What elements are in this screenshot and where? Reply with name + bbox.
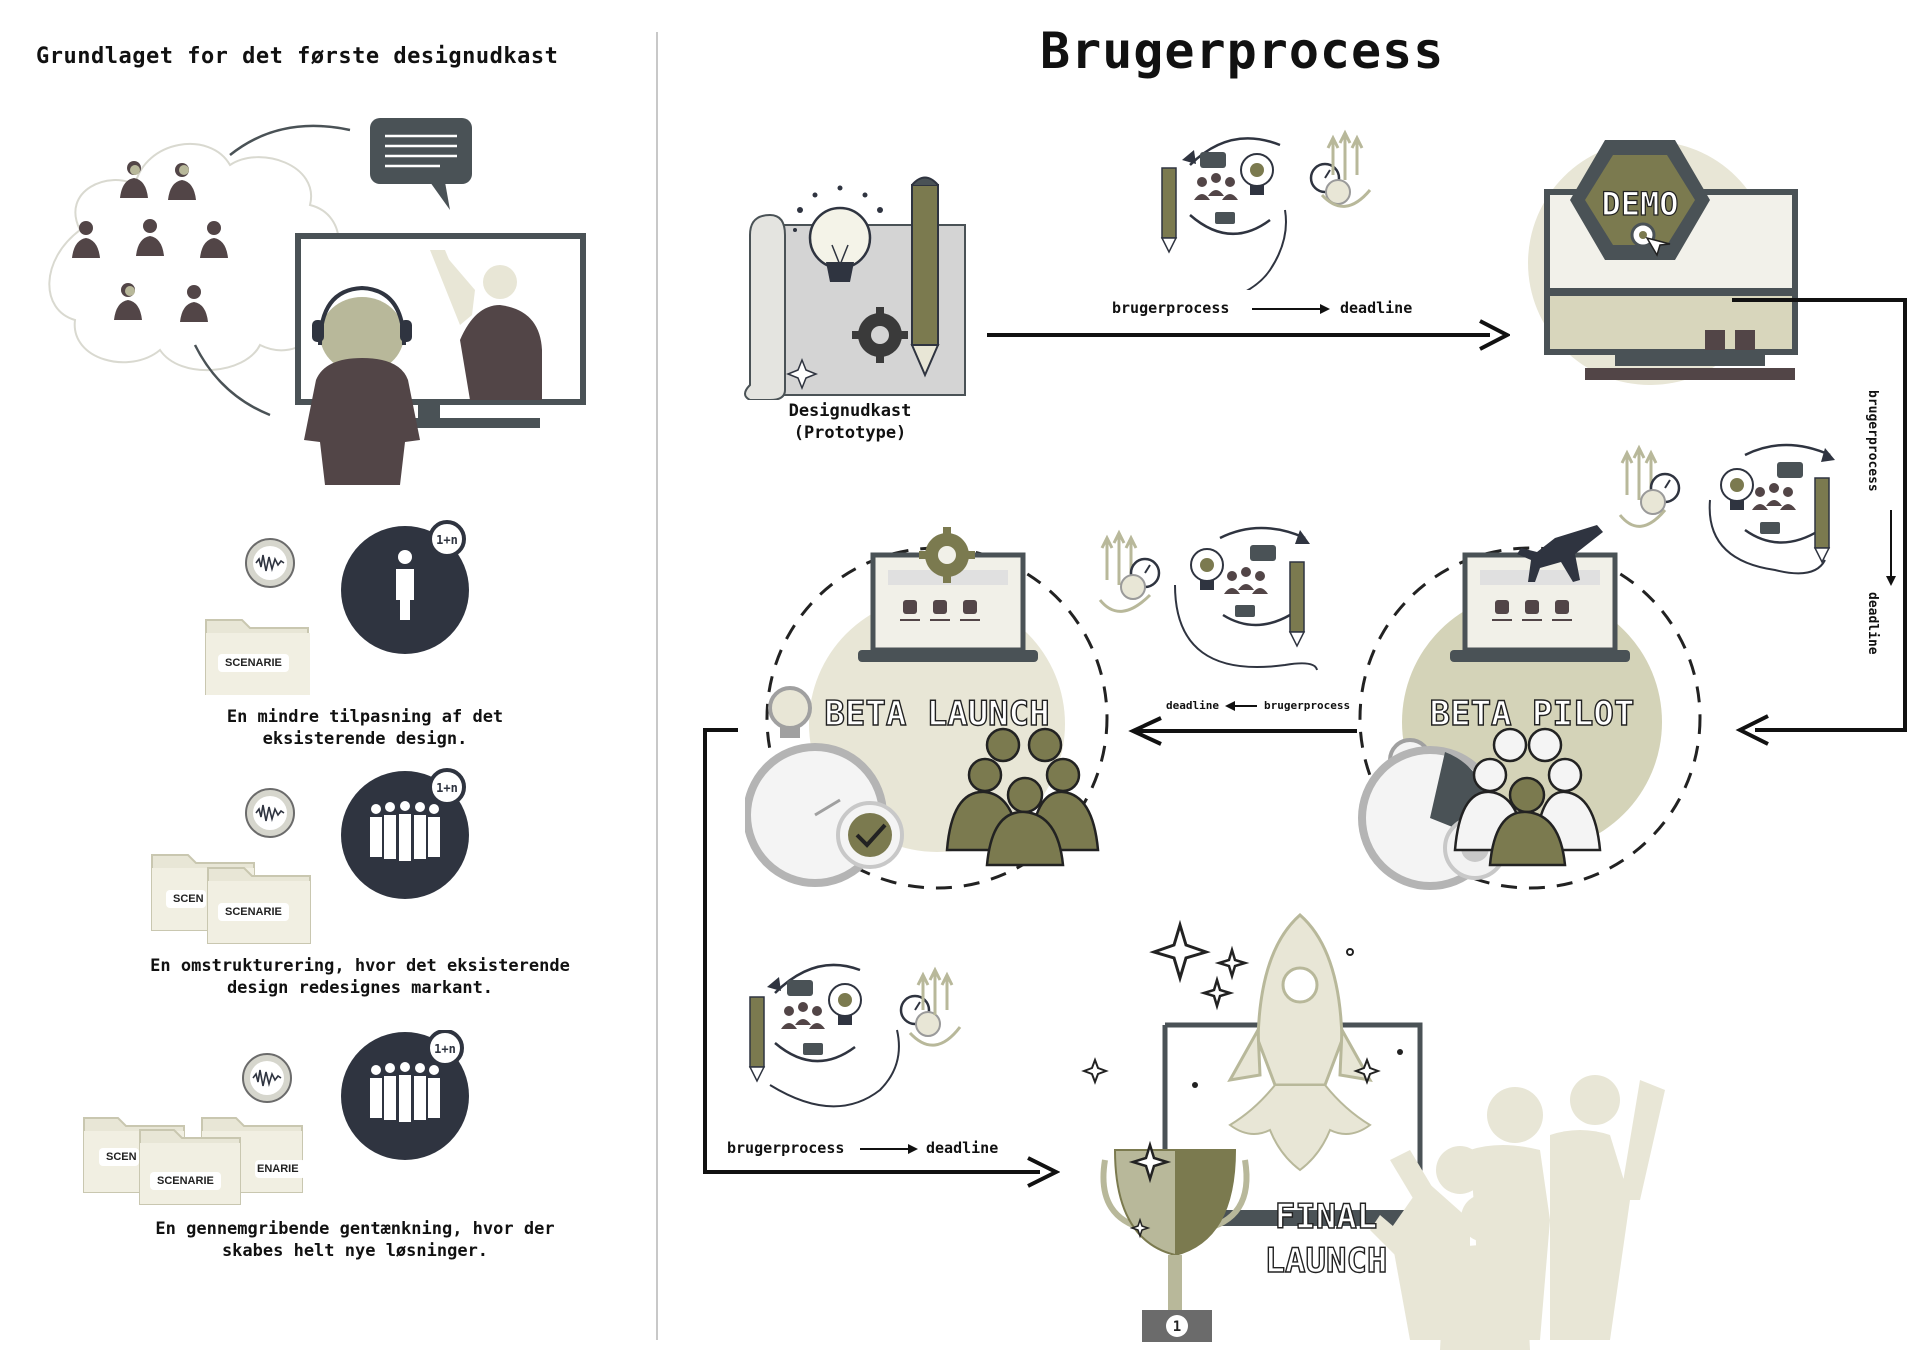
caption-line: En omstrukturering, hvor det eksisterend… xyxy=(150,956,570,976)
lightbulb-icon xyxy=(808,206,872,282)
flow-label-arrow xyxy=(1252,304,1330,314)
caption-line: eksisterende design. xyxy=(262,729,468,749)
stopwatch-icon xyxy=(899,994,941,1037)
left-panel-title: Grundlaget for det første designudkast xyxy=(36,44,559,69)
main-title: Brugerprocess xyxy=(1040,22,1445,80)
team-icon xyxy=(1752,483,1796,510)
beta-launch-label: BETA LAUNCH xyxy=(824,694,1049,734)
celebrating-crowd-icon xyxy=(1370,1075,1665,1350)
final-launch-label-line1: FINAL xyxy=(1275,1197,1377,1237)
process-cycle-bottom xyxy=(748,963,962,1108)
flow-label-to: deadline xyxy=(926,1139,999,1157)
scenario-3-caption: En gennemgribende gentænkning, hvor der … xyxy=(120,1218,590,1262)
demo-label: DEMO xyxy=(1601,185,1678,223)
soundwave-icon xyxy=(245,538,295,588)
folder-label-partial-right: ENARIE xyxy=(255,1160,306,1178)
video-call-monitor xyxy=(295,233,586,428)
panel-divider xyxy=(656,32,658,1340)
flow-label-arrow xyxy=(1886,510,1896,586)
process-cycle-middle xyxy=(1098,526,1318,671)
beta-launch-illustration: BETA LAUNCH xyxy=(745,527,1109,890)
flow-label-to: deadline xyxy=(1166,699,1219,712)
pencil-icon xyxy=(1160,167,1178,254)
single-user-badge: 1+n xyxy=(341,520,469,654)
beta-pilot-label: BETA PILOT xyxy=(1430,694,1635,734)
process-cycle-right xyxy=(1618,443,1835,575)
lightbulb-gear-icon xyxy=(828,983,862,1025)
team-icon xyxy=(1194,173,1238,200)
folder-label-scenario: SCENARIE xyxy=(150,1172,221,1190)
scenario-2-illustration: 1+n xyxy=(151,768,469,944)
flow-arrow-launch-to-final xyxy=(703,728,1060,1188)
team-cloud xyxy=(48,143,340,371)
scenario-2-caption: En omstrukturering, hvor det eksisterend… xyxy=(110,955,610,999)
group-users-badge: 1+n xyxy=(341,768,469,899)
caption-line: En mindre tilpasning af det xyxy=(226,707,504,727)
design-draft-caption: Designudkast (Prototype) xyxy=(770,400,930,444)
flow-label-to: deadline xyxy=(1865,592,1880,655)
growth-arrows-icon xyxy=(1320,129,1372,208)
badge-count: 1+n xyxy=(436,533,458,547)
team-icon xyxy=(1224,567,1268,594)
process-cycle-top xyxy=(1160,129,1372,290)
flow-label-from: brugerprocess xyxy=(727,1139,845,1157)
scenario-1-caption: En mindre tilpasning af det eksisterende… xyxy=(165,706,565,750)
trophy-rank: 1 xyxy=(1173,1319,1181,1335)
caption-line: En gennemgribende gentænkning, hvor der xyxy=(155,1219,555,1239)
group-users-icon xyxy=(1453,727,1602,867)
laptop-icon xyxy=(1450,552,1630,662)
flow-arrow-demo-to-beta-pilot xyxy=(1732,298,1907,746)
final-launch-illustration: FINAL LAUNCH 1 xyxy=(1081,913,1665,1350)
caption-line: design redesignes markant. xyxy=(226,978,494,998)
pencil-icon xyxy=(1288,561,1306,648)
growth-arrows-icon xyxy=(908,966,962,1047)
stopwatch-icon xyxy=(1358,738,1507,890)
badge-count: 1+n xyxy=(434,1042,456,1056)
group-users-badge: 1+n xyxy=(341,1030,469,1160)
flow-label-to: deadline xyxy=(1340,299,1413,317)
flow-label-from: brugerprocess xyxy=(1865,390,1880,492)
caption-line: skabes helt nye løsninger. xyxy=(221,1241,489,1261)
scenario-3-illustration: 1+n xyxy=(83,1030,469,1205)
trophy-icon: 1 xyxy=(1100,1140,1250,1342)
folder-label-partial: SCEN xyxy=(166,890,206,908)
pencil-icon xyxy=(1813,477,1831,564)
soundwave-icon xyxy=(242,1053,292,1103)
caption-line: Designudkast xyxy=(788,401,912,421)
folder-label-partial: SCEN xyxy=(99,1148,139,1166)
team-icon xyxy=(781,1002,825,1029)
pencil-icon xyxy=(748,996,766,1083)
stopwatch-icon xyxy=(1120,557,1161,600)
folder-label-scenario: SCENARIE xyxy=(218,654,289,672)
folder-label-scenario: SCENARIE xyxy=(218,903,289,921)
group-users-icon xyxy=(945,727,1100,867)
caption-line: (Prototype) xyxy=(793,423,907,443)
lightbulb-gear-icon xyxy=(1720,468,1754,510)
gear-icon xyxy=(852,307,908,363)
speech-bubble-icon xyxy=(370,118,472,210)
team-video-call-illustration xyxy=(48,118,586,485)
final-launch-label-line2: LAUNCH xyxy=(1265,1241,1388,1281)
lightbulb-gear-icon xyxy=(1190,548,1224,590)
design-draft-illustration xyxy=(744,176,966,400)
stopwatch-icon xyxy=(1640,472,1681,515)
flow-arrow-to-demo xyxy=(987,319,1510,351)
flow-label-from: brugerprocess xyxy=(1264,699,1351,712)
pencil-icon xyxy=(910,176,940,378)
lightbulb-gear-icon xyxy=(1240,153,1274,195)
flow-label-from: brugerprocess xyxy=(1112,299,1230,317)
airplane-icon xyxy=(1517,525,1603,582)
beta-pilot-illustration: BETA PILOT xyxy=(1358,525,1702,890)
flow-label-arrow xyxy=(1225,701,1257,711)
viewer-with-headset xyxy=(304,285,420,485)
folder-icon xyxy=(139,1129,241,1205)
stopwatch-check-icon xyxy=(745,686,904,887)
flow-label-arrow xyxy=(860,1144,918,1154)
gear-icon xyxy=(919,527,975,583)
badge-count: 1+n xyxy=(436,781,458,795)
flow-arrow-pilot-to-launch xyxy=(1128,716,1357,746)
demo-hexagon-badge: DEMO xyxy=(1570,140,1710,260)
soundwave-icon xyxy=(245,788,295,838)
